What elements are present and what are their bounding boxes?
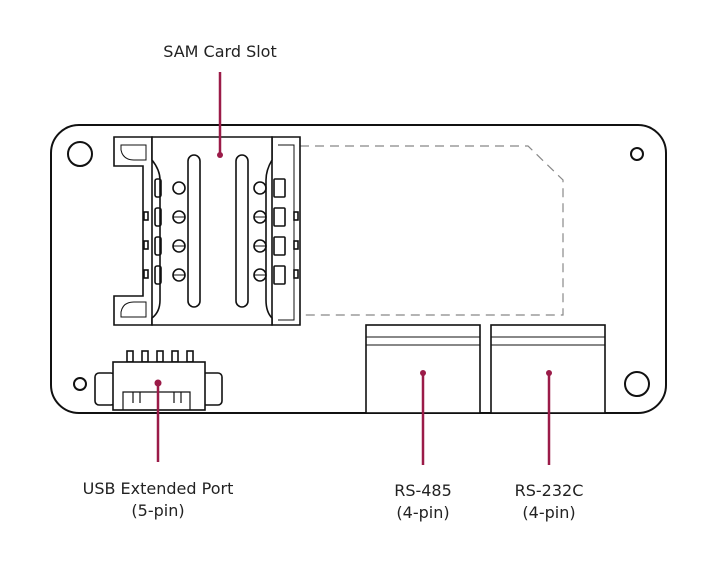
rs485-label-sub: (4-pin) [396, 503, 450, 522]
board-outline [50, 124, 667, 414]
mount-hole-top-right [630, 147, 644, 161]
usb-port-label: USB Extended Port (5-pin) [48, 478, 268, 522]
rs232c-label-sub: (4-pin) [522, 503, 576, 522]
rs232c-leader-dot [546, 370, 552, 376]
rs485-label-title: RS-485 [394, 481, 452, 500]
mount-hole-bottom-left [73, 377, 87, 391]
usb-label-sub: (5-pin) [131, 501, 185, 520]
usb-label-title: USB Extended Port [82, 479, 234, 498]
rs232c-label: RS-232C (4-pin) [439, 480, 659, 524]
rs232c-label-title: RS-232C [514, 481, 584, 500]
rs485-leader-dot [420, 370, 426, 376]
mount-hole-bottom-right [624, 371, 650, 397]
sam-leader-dot [217, 152, 223, 158]
sam-card-slot [113, 136, 301, 326]
sam-label-title: SAM Card Slot [163, 42, 277, 61]
mount-hole-top-left [67, 141, 93, 167]
usb-leader-dot [154, 379, 162, 387]
sam-card-outline [300, 145, 564, 316]
sam-card-slot-label: SAM Card Slot [110, 41, 330, 63]
rs485-label: RS-485 (4-pin) [313, 480, 533, 524]
